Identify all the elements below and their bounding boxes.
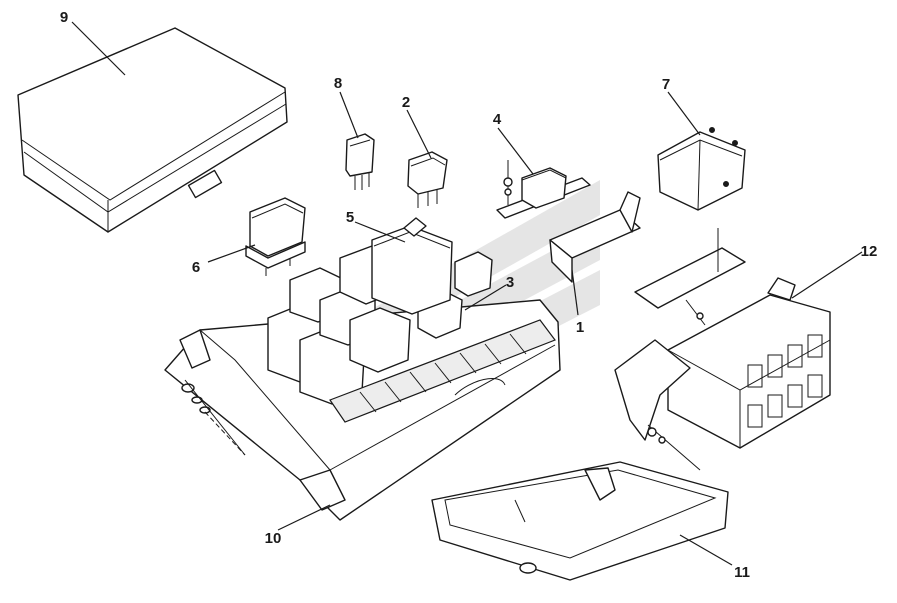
- callout-10: 10: [265, 530, 282, 547]
- callout-9: 9: [60, 9, 68, 26]
- bottom-tray-11: [431, 461, 729, 581]
- callout-4: 4: [493, 111, 502, 128]
- callout-8: 8: [334, 75, 342, 92]
- fuse-holder-12: [667, 277, 831, 449]
- fuse-holder-bracket: [634, 228, 746, 326]
- leader-12: [791, 251, 863, 299]
- fuse-strip-3: [329, 319, 556, 423]
- leader-10: [277, 504, 331, 531]
- leader-lines: [71, 21, 863, 566]
- callout-6: 6: [192, 259, 200, 276]
- bolt-washer-stack: [181, 379, 246, 456]
- mounting-bracket-4: [496, 160, 591, 219]
- leader-11: [679, 534, 733, 566]
- leader-3: [464, 284, 507, 311]
- leader-2: [406, 109, 432, 159]
- angle-bracket-1: [549, 191, 641, 283]
- relay-5: [371, 217, 453, 315]
- leader-8: [339, 91, 359, 139]
- callout-3: 3: [506, 274, 514, 291]
- relay-block-group: [267, 245, 493, 405]
- leader-1: [571, 269, 579, 316]
- leader-5: [354, 221, 406, 243]
- callout-1: 1: [576, 319, 584, 336]
- callout-7: 7: [662, 76, 670, 93]
- leader-9: [71, 21, 126, 76]
- mini-relay-8: [345, 133, 375, 190]
- callout-labels: 9 8 2 4 7 12 6 5 3 1 10 11: [60, 9, 878, 581]
- leader-6: [207, 244, 256, 263]
- leader-7: [667, 91, 701, 136]
- callout-11: 11: [734, 564, 750, 581]
- relay-6: [245, 197, 306, 276]
- callout-5: 5: [346, 209, 354, 226]
- fuse-box-cover: [17, 27, 288, 233]
- plug-relay-2: [407, 151, 448, 208]
- large-relay-7: [657, 127, 746, 211]
- callout-12: 12: [861, 243, 878, 260]
- callout-2: 2: [402, 94, 410, 111]
- leader-4: [497, 127, 534, 175]
- side-mounting-bracket: [614, 339, 701, 471]
